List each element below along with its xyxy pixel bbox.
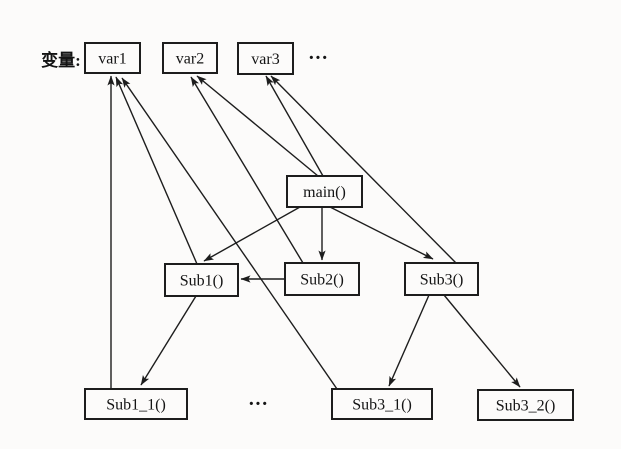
node-main-box (286, 175, 363, 208)
node-sub3-label: Sub3() (420, 272, 464, 289)
edge-sub3_1-to-var1-access (121, 77, 338, 390)
node-sub3_1-box (331, 388, 433, 420)
edge-main-to-sub1-call (203, 206, 301, 262)
node-sub3_2-box (477, 389, 574, 421)
nodes-layer: var1 var2 var3 main() Sub1() Sub2() Sub3() Sub1… (84, 42, 574, 421)
node-var1: var1 (84, 42, 141, 74)
edges-layer (107, 75, 521, 390)
node-sub1_1-box (84, 388, 188, 420)
node-var2-label: var2 (176, 51, 204, 68)
node-sub1-box (164, 263, 239, 297)
node-sub2-box (284, 262, 360, 296)
variables-label: 变量: (41, 50, 81, 70)
node-sub3_2-label: Sub3_2() (496, 398, 556, 415)
node-sub1-label: Sub1() (180, 273, 224, 290)
node-sub2: Sub2() (284, 262, 360, 296)
node-sub3_2: Sub3_2() (477, 389, 574, 421)
node-main: main() (286, 175, 363, 208)
node-var2: var2 (162, 42, 218, 74)
ellipsis-top: ··· (308, 47, 328, 69)
node-sub3-box (404, 262, 479, 296)
node-var3-label: var3 (251, 51, 279, 68)
edge-sub3-to-sub3_1-call (388, 294, 430, 387)
node-sub3_1-label: Sub3_1() (352, 397, 412, 414)
edge-sub2-to-var2-access (190, 76, 304, 264)
edge-main-to-var2-access (196, 75, 319, 177)
node-sub3_1: Sub3_1() (331, 388, 433, 420)
node-sub2-label: Sub2() (300, 272, 344, 289)
node-var3: var3 (237, 42, 294, 75)
edge-main-to-sub3-call (329, 206, 434, 260)
ellipsis-bottom: ··· (248, 393, 268, 415)
texts-layer: 变量: ··· ··· (41, 47, 328, 415)
node-sub1_1-label: Sub1_1() (106, 397, 166, 414)
edge-sub1-to-var1-access (115, 76, 198, 265)
edge-main-to-var3-access (265, 75, 324, 177)
edge-sub1-to-sub1_1-call (140, 295, 197, 386)
edge-sub3-to-sub3_2-call (443, 294, 521, 388)
node-sub3: Sub3() (404, 262, 479, 296)
node-var2-box (162, 42, 218, 74)
node-var3-box (237, 42, 294, 75)
node-sub1_1: Sub1_1() (84, 388, 188, 420)
node-var1-box (84, 42, 141, 74)
node-sub1: Sub1() (164, 263, 239, 297)
node-var1-label: var1 (98, 51, 126, 68)
edge-sub3-to-var3-access (270, 75, 458, 265)
node-main-label: main() (303, 184, 346, 201)
